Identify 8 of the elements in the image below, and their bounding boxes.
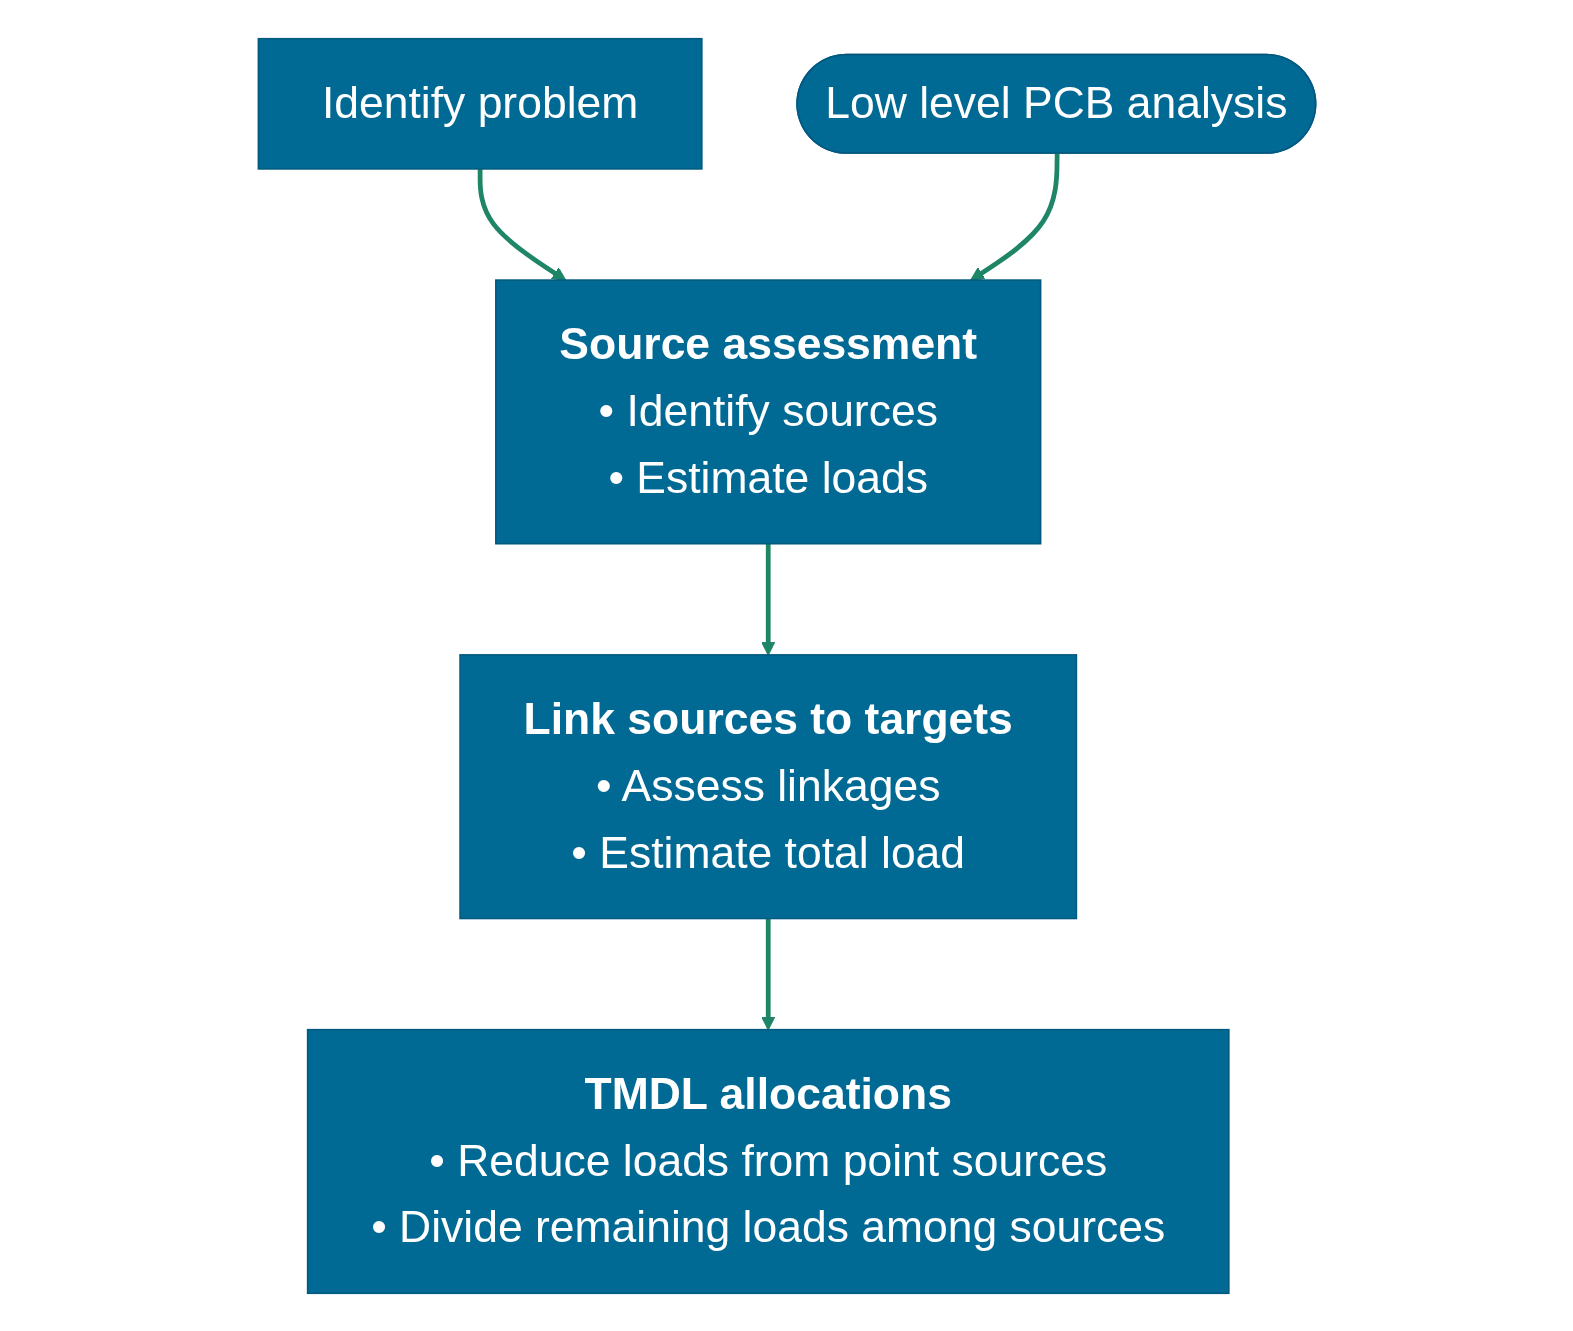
node-box: TMDL allocations • Reduce loads from point sources • Divide remaining loads among sources [306, 1028, 1230, 1294]
arrow [477, 168, 566, 281]
node-box: Link sources to targets • Assess linkages • Estimate total load [458, 653, 1077, 919]
arrow [760, 543, 775, 655]
node-box: Source assessment • Identify sources • Estimate loads [494, 278, 1041, 544]
arrow [760, 918, 775, 1030]
arrow [969, 153, 1060, 281]
node-box: Identify problem [257, 37, 703, 170]
